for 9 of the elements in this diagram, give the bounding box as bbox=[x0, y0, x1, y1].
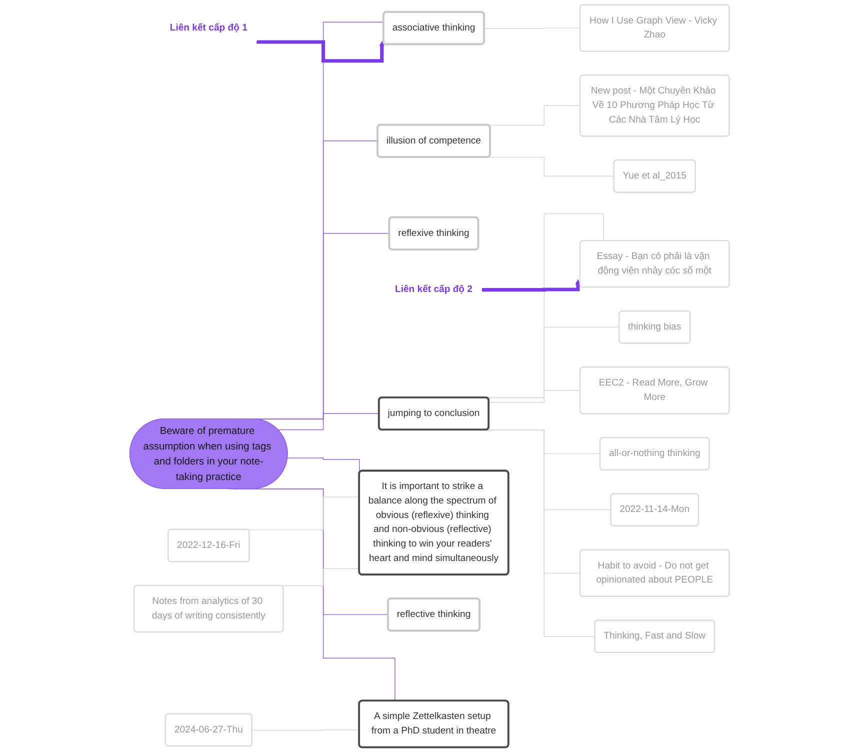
arrow bbox=[482, 279, 581, 292]
node-text: Liên kết cấp độ 1 bbox=[170, 22, 248, 33]
arrow bbox=[256, 40, 385, 63]
connector bbox=[488, 390, 581, 403]
connector bbox=[484, 28, 581, 29]
node-text: Liên kết cấp độ 2 bbox=[394, 284, 472, 294]
connector bbox=[252, 728, 360, 731]
connector bbox=[278, 413, 380, 430]
connector bbox=[246, 496, 360, 530]
